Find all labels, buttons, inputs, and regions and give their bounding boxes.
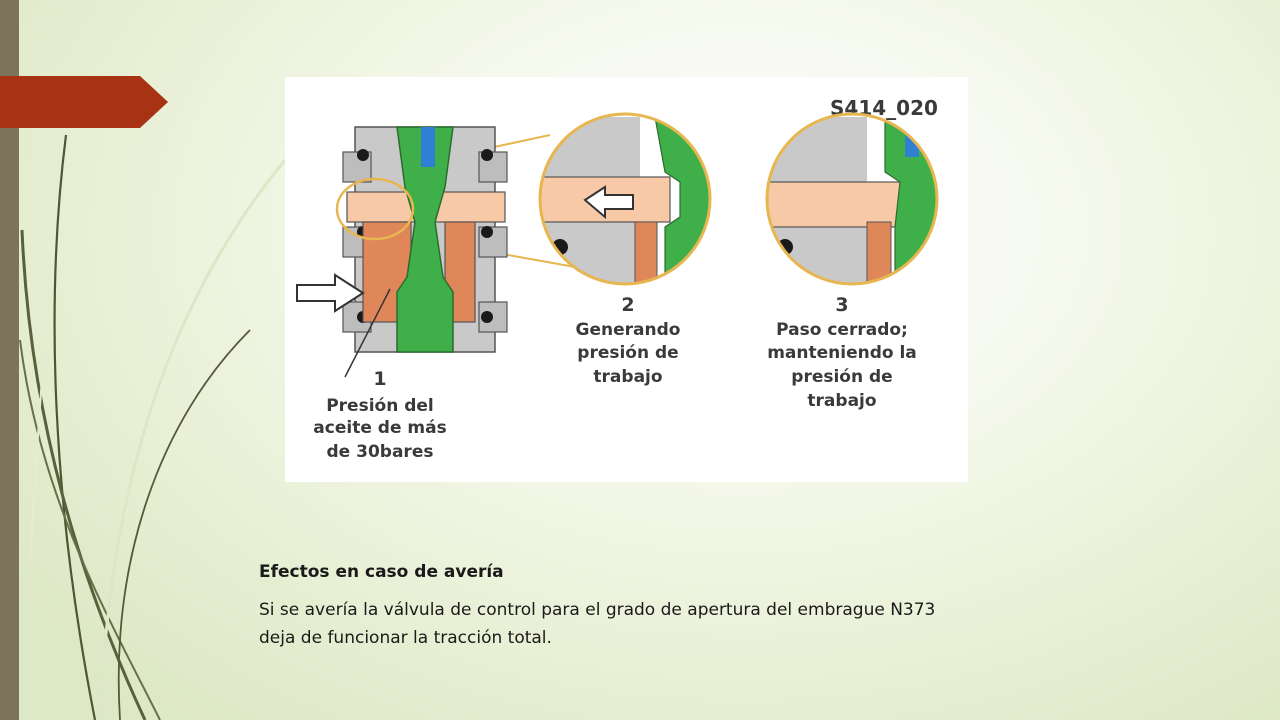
svg-text:manteniendo la: manteniendo la <box>767 343 917 363</box>
svg-text:Paso cerrado;: Paso cerrado; <box>776 320 908 340</box>
section-body: Si se avería la válvula de control para … <box>259 600 936 648</box>
valve-diagram-figure: S414_020 <box>285 77 968 482</box>
decorative-curves <box>19 134 287 720</box>
valve-cross-section <box>296 126 508 378</box>
svg-text:Generando: Generando <box>576 320 681 340</box>
svg-text:Presión del: Presión del <box>326 396 434 416</box>
section-heading: Efectos en caso de avería <box>259 562 504 582</box>
svg-text:de 30bares: de 30bares <box>327 442 434 462</box>
svg-text:trabajo: trabajo <box>593 367 662 387</box>
zoom-circle-3 <box>765 112 939 286</box>
svg-text:2: 2 <box>621 294 634 316</box>
svg-text:trabajo: trabajo <box>807 391 876 411</box>
title-accent-arrow <box>0 76 168 128</box>
svg-text:presión de: presión de <box>577 343 678 363</box>
svg-text:1: 1 <box>373 368 386 390</box>
valve-diagram: S414_020 <box>296 96 939 462</box>
svg-text:3: 3 <box>835 294 848 316</box>
left-sidebar-bar <box>0 0 19 720</box>
label-3: 3 Paso cerrado; manteniendo la presión d… <box>767 294 917 411</box>
svg-text:aceite de más: aceite de más <box>313 418 446 438</box>
label-1: 1 Presión del aceite de más de 30bares <box>313 368 446 462</box>
svg-text:presión de: presión de <box>791 367 892 387</box>
label-2: 2 Generando presión de trabajo <box>576 294 681 387</box>
slide-text: Efectos en caso de avería Si se avería l… <box>259 562 959 652</box>
zoom-circle-2 <box>538 112 712 286</box>
